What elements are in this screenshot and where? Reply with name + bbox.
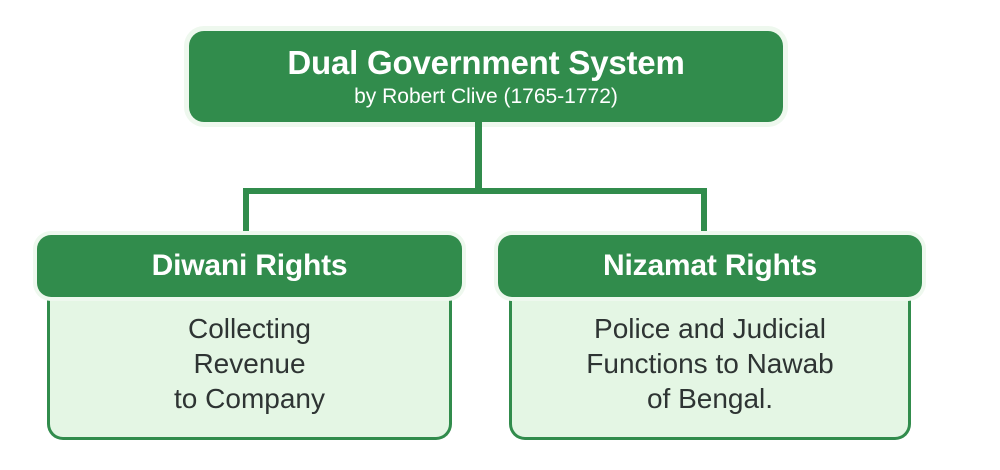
- root-node-dual-government-system[interactable]: Dual Government System by Robert Clive (…: [189, 31, 783, 122]
- branch-node-diwani-rights[interactable]: Diwani Rights Collecting Revenue to Comp…: [37, 235, 462, 440]
- branch-left-header[interactable]: Diwani Rights: [37, 235, 462, 297]
- branch-left-body-line-2: Revenue: [193, 347, 306, 379]
- branch-right-header-label: Nizamat Rights: [603, 249, 817, 282]
- branch-left-body-line-1: Collecting: [188, 312, 311, 344]
- branch-right-header[interactable]: Nizamat Rights: [498, 235, 922, 297]
- connector-drop-left: [243, 188, 249, 237]
- connector-horizontal-bar: [243, 188, 707, 194]
- branch-left-body: Collecting Revenue to Company: [47, 291, 452, 440]
- branch-node-nizamat-rights[interactable]: Nizamat Rights Police and Judicial Funct…: [498, 235, 922, 440]
- branch-right-body-line-3: of Bengal.: [646, 382, 774, 414]
- branch-right-body-line-1: Police and Judicial: [594, 312, 826, 344]
- branch-right-body-line-2: Functions to Nawab: [586, 347, 834, 379]
- connector-stem-vertical: [475, 120, 482, 192]
- branch-left-header-label: Diwani Rights: [151, 249, 348, 282]
- connector-drop-right: [701, 188, 707, 237]
- root-node-subtitle: by Robert Clive (1765-1772): [354, 84, 618, 108]
- branch-right-body: Police and Judicial Functions to Nawab o…: [509, 291, 911, 440]
- branch-left-body-line-3: to Company: [174, 382, 325, 414]
- root-node-title: Dual Government System: [287, 43, 685, 81]
